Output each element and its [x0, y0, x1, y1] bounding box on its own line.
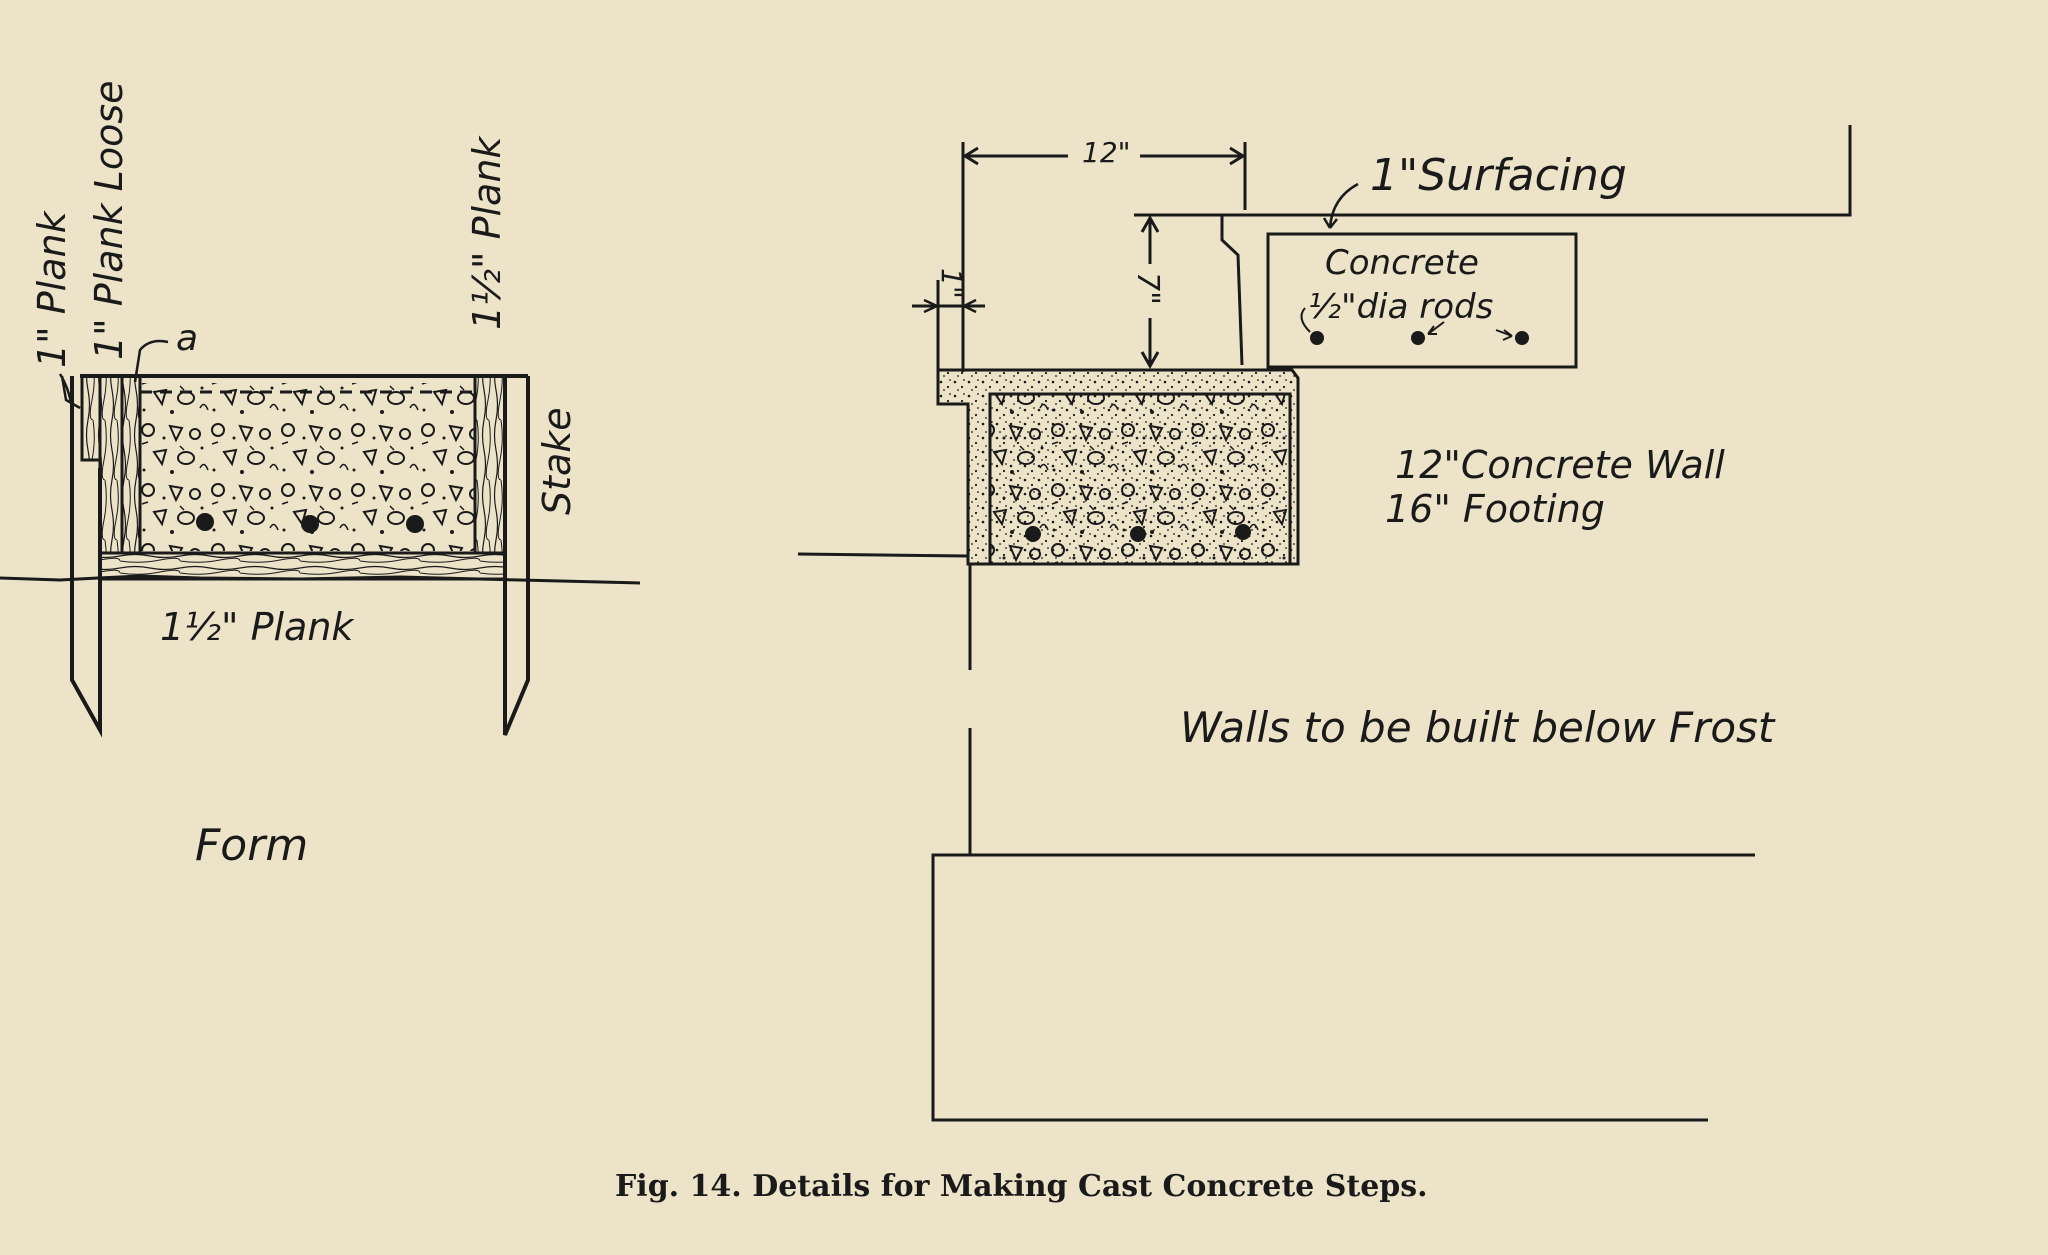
form-rod: [406, 515, 424, 533]
form-title: Form: [195, 820, 308, 871]
frost-label: Walls to be built below Frost: [1180, 703, 1776, 752]
dim-12-label: 12": [1082, 136, 1131, 169]
dim-12-arrow: [962, 146, 1246, 166]
dim-1-label: 1": [935, 268, 968, 299]
form-label-1in-plank: 1" Plank: [30, 209, 74, 368]
form-rod: [301, 515, 319, 533]
wall-label: 12"Concrete Wall: [1395, 443, 1725, 487]
step-rod: [1310, 331, 1324, 345]
wall-rod: [1025, 526, 1041, 542]
form-label-a: a: [176, 318, 198, 359]
footing-label: 16" Footing: [1385, 487, 1605, 531]
wall-rod: [1235, 524, 1251, 540]
step-nosing: [1220, 215, 1244, 366]
figure-caption: Fig. 14. Details for Making Cast Concret…: [615, 1169, 1428, 1204]
form-pointer-plank: [58, 373, 81, 411]
footing-outline: [931, 853, 1755, 1122]
dim-7-label: 7": [1130, 272, 1165, 305]
form-label-1half-plank-vertical: 1½" Plank: [465, 135, 509, 330]
form-left-inner-plank: [120, 374, 142, 555]
form-right-stake: [503, 376, 530, 736]
step-rod: [1411, 331, 1425, 345]
surfacing-label: 1"Surfacing: [1370, 150, 1627, 201]
step-rod: [1515, 331, 1529, 345]
wall-rod: [1130, 526, 1146, 542]
concrete-label: Concrete: [1325, 243, 1479, 283]
form-left-stake: [70, 376, 102, 738]
rod-arrow: [1427, 321, 1445, 335]
form-label-1half-plank-bottom: 1½" Plank: [160, 605, 355, 649]
precast-step: [1266, 232, 1578, 369]
ground-line-right: [797, 552, 969, 558]
surfacing-pointer: [1322, 182, 1359, 229]
rod-arrow: [1300, 307, 1311, 333]
dim-1-arrow: [923, 298, 977, 314]
form-label-stake: Stake: [535, 407, 579, 515]
rods-label: ½"dia rods: [1308, 287, 1493, 327]
form-right-plank: [473, 374, 507, 555]
form-drawing: 1" Plank 1" Plank Loose a 1½" Plank Stak…: [0, 80, 641, 871]
form-left-outer-plank: [80, 374, 102, 462]
form-rod: [196, 513, 214, 531]
dim-7-arrow: [1140, 214, 1160, 370]
upper-step-outline: [1134, 125, 1852, 217]
form-pointer-a: [133, 339, 169, 383]
rod-arrow: [1495, 329, 1513, 341]
form-label-1in-plank-loose: 1" Plank Loose: [87, 80, 131, 360]
form-left-loose-plank: [98, 374, 124, 555]
section-drawing: 12" 7" 1" 1"Surfacing Concrete ½"dia rod…: [797, 125, 1852, 1122]
form-bottom-plank: [98, 551, 507, 581]
